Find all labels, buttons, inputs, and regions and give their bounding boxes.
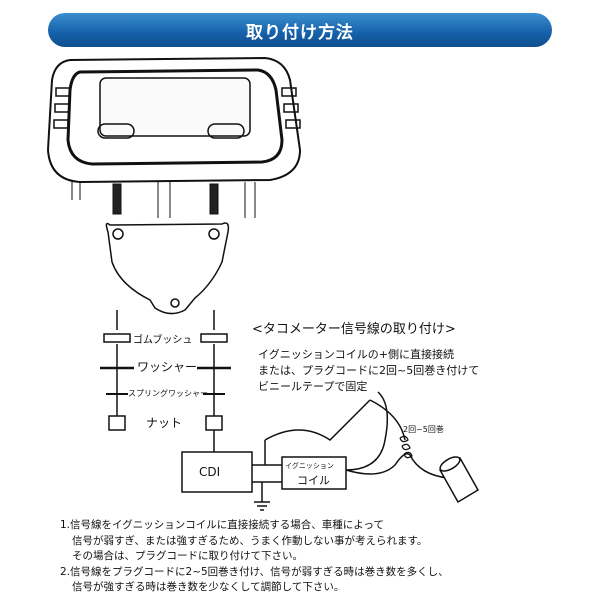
tachometer-illustration (46, 56, 302, 218)
instruction-line-1: イグニッションコイルの+側に直接接続 (258, 347, 454, 361)
note-2-cont: 信号が強すぎる時は巻き数を少なくして調節して下さい。 (72, 581, 345, 593)
nut-right (205, 415, 223, 431)
section-title: 取り付け方法 (246, 22, 354, 43)
wiring (181, 391, 480, 511)
note-2: 2.信号線をプラグコードに2~5回巻き付け、信号が弱すぎる時は巻き数を多くし、 (60, 565, 449, 578)
rubber-bush-left (103, 333, 131, 343)
cdi-box (181, 451, 253, 493)
rubber-bush-right (200, 333, 228, 343)
coil-label: コイル (297, 474, 330, 487)
instruction-line-3: ビニールテープで固定 (258, 379, 367, 393)
section-header: 取り付け方法 (48, 13, 552, 47)
nut-label: ナット (146, 416, 182, 430)
washer-label: ワッシャー (137, 360, 197, 374)
note-1-cont2: その場合は、プラグコードに取り付けて下さい。 (72, 550, 303, 562)
wrap-count-label: 2回~5回巻 (403, 424, 444, 434)
notes: 1.信号線をイグニッションコイルに直接接続する場合、車種によって 信号が弱すぎ、… (60, 518, 590, 596)
ignition-coil-box (281, 456, 347, 490)
instruction-title: <タコメーター信号線の取り付け> (252, 321, 456, 337)
instruction-line-2: または、プラグコードに2回~5回巻き付けて (258, 363, 479, 377)
nut-left (108, 415, 126, 431)
ignition-label: イグニッション (285, 461, 334, 470)
note-1: 1.信号線をイグニッションコイルに直接接続する場合、車種によって (60, 519, 384, 531)
spring-washer-label: スプリングワッシャー (128, 388, 208, 398)
rubber-bush-label: ゴムブッシュ (133, 333, 192, 346)
hardware-stack (100, 333, 231, 431)
mounting-bracket (105, 222, 230, 315)
cdi-label: CDI (199, 465, 220, 479)
note-1-cont: 信号が弱すぎ、または強すぎるため、うまく作動しない事が考えられます。 (72, 534, 428, 547)
